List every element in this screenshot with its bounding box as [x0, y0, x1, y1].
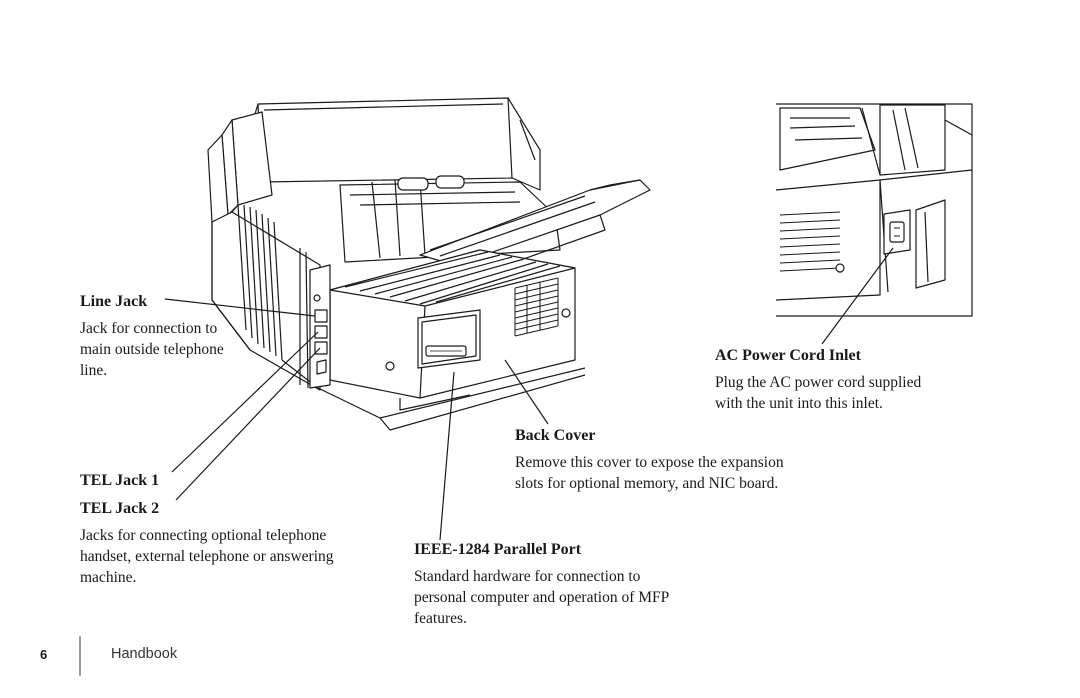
- ac-power-description: Plug the AC power cord supplied with the…: [715, 372, 975, 414]
- leader-tel-jack-1: [171, 331, 319, 473]
- leader-parallel-port: [439, 371, 455, 541]
- back-cover-description: Remove this cover to expose the expansio…: [515, 452, 835, 494]
- parallel-port-title: IEEE-1284 Parallel Port: [414, 541, 582, 558]
- machine-rear-drawing: [207, 97, 651, 431]
- leader-back-cover: [504, 359, 549, 425]
- tel-jacks-desc-line-3: machine.: [80, 569, 137, 586]
- leader-tel-jack-2: [175, 347, 321, 501]
- line-jack-title: Line Jack: [80, 293, 148, 310]
- callout-tel-jack-2: TEL Jack 2 Jacks for connecting optional…: [80, 499, 380, 588]
- page-number: 6: [40, 647, 48, 662]
- line-jack-desc-line-1: Jack for connection to: [80, 320, 218, 337]
- line-jack-description: Jack for connection to main outside tele…: [80, 318, 255, 381]
- tel-jack-2-title: TEL Jack 2: [80, 500, 160, 517]
- tel-jacks-desc-line-1: Jacks for connecting optional telephone: [80, 527, 327, 544]
- back-cover-desc-line-1: Remove this cover to expose the expansio…: [515, 454, 784, 471]
- ac-power-desc-line-2: with the unit into this inlet.: [715, 395, 883, 412]
- callout-back-cover: Back Cover Remove this cover to expose t…: [515, 426, 835, 494]
- tel-jacks-desc-line-2: handset, external telephone or answering: [80, 548, 334, 565]
- ac-power-desc-line-1: Plug the AC power cord supplied: [715, 374, 922, 391]
- page-footer: 6 Handbook: [0, 630, 300, 680]
- callout-ac-power-inlet: AC Power Cord Inlet Plug the AC power co…: [715, 346, 975, 414]
- parallel-port-desc-line-3: features.: [414, 610, 467, 627]
- tel-jack-1-title: TEL Jack 1: [80, 472, 160, 489]
- parallel-port-desc-line-1: Standard hardware for connection to: [414, 568, 641, 585]
- leader-ac-inlet: [821, 247, 894, 345]
- tel-jacks-description: Jacks for connecting optional telephone …: [80, 525, 375, 588]
- leader-lines: [164, 247, 894, 541]
- line-jack-desc-line-3: line.: [80, 362, 108, 379]
- leader-line-jack: [164, 298, 316, 317]
- parallel-port-desc-line-2: personal computer and operation of MFP: [414, 589, 670, 606]
- line-jack-desc-line-2: main outside telephone: [80, 341, 224, 358]
- back-cover-title: Back Cover: [515, 427, 596, 444]
- callout-tel-jack-1: TEL Jack 1: [80, 471, 300, 497]
- parallel-port-description: Standard hardware for connection to pers…: [414, 566, 724, 629]
- footer-label: Handbook: [111, 646, 178, 662]
- footer-divider: [79, 636, 81, 676]
- back-cover-desc-line-2: slots for optional memory, and NIC board…: [515, 475, 779, 492]
- ac-inlet-inset-drawing: [775, 103, 973, 317]
- callout-line-jack: Line Jack Jack for connection to main ou…: [80, 292, 255, 381]
- ac-power-title: AC Power Cord Inlet: [715, 347, 861, 364]
- callout-parallel-port: IEEE-1284 Parallel Port Standard hardwar…: [414, 540, 724, 629]
